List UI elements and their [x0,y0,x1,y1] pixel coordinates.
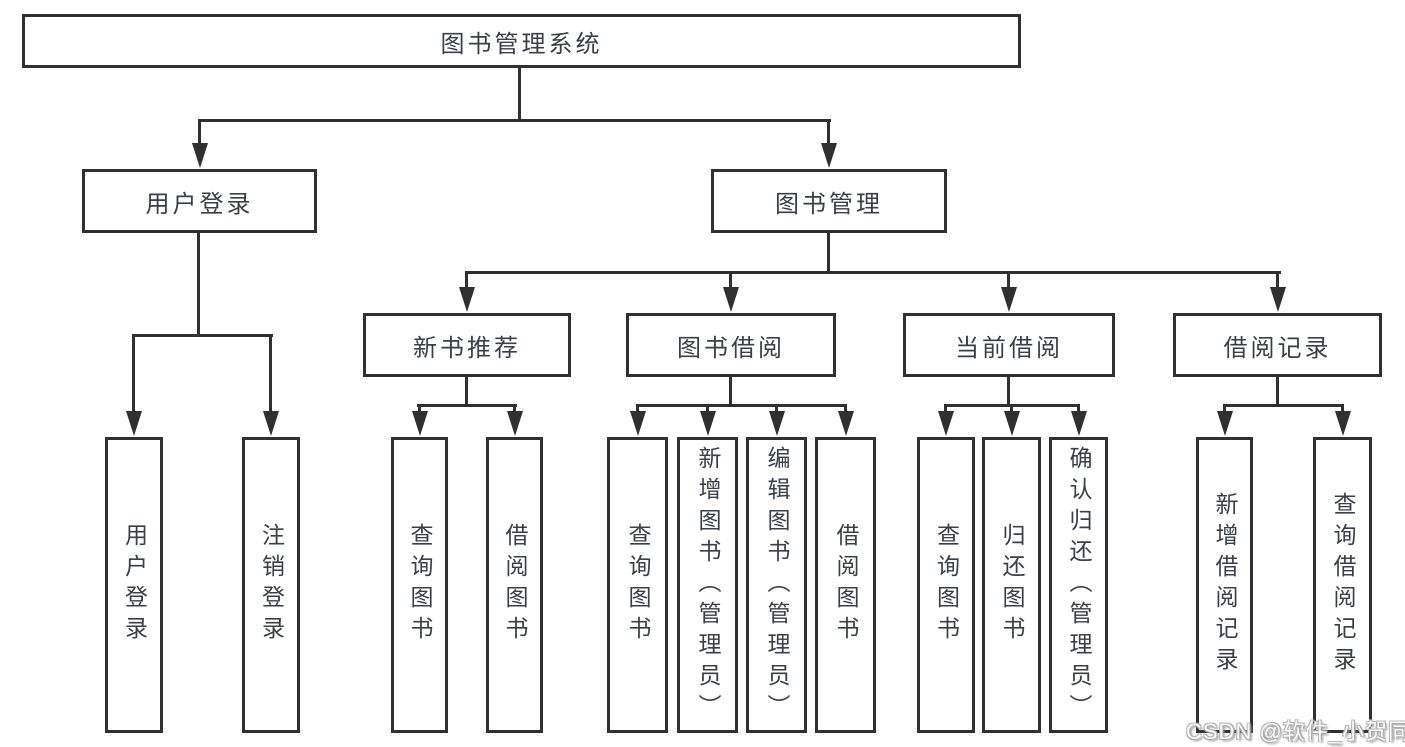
leaf-borrowing-query-books: 查询图书 [607,437,668,733]
connector-arrow-down-icon [944,404,947,411]
node-user-login: 用户登录 [82,169,317,233]
leaf-current-return-books: 归还图书 [982,437,1041,733]
connector-arrow-down-icon [1007,271,1010,287]
connector-line [729,377,732,406]
leaf-label: 查询借阅记录 [1330,492,1356,678]
connector-line [465,377,468,406]
leaf-label: 借阅图书 [502,523,528,647]
node-borrowing-records: 借阅记录 [1173,313,1382,377]
connector-arrow-down-icon [827,119,830,143]
connector-line [132,334,273,337]
leaf-label: 查询图书 [933,523,960,647]
csdn-watermark: CSDN @软件_小贺同学 [1186,719,1405,744]
connector-arrow-down-icon [844,404,847,411]
leaf-records-add-borrow-record: 新增借阅记录 [1196,437,1253,733]
connector-arrow-down-icon [1223,404,1226,411]
connector-line [1007,377,1010,406]
node-library-management-system: 图书管理系统 [22,14,1021,68]
leaf-recommend-borrow-books: 借阅图书 [486,437,543,733]
leaf-label: 用户登录 [121,523,148,647]
connector-arrow-down-icon [513,404,516,411]
leaf-label: 查询图书 [625,523,651,647]
leaf-borrowing-borrow-books: 借阅图书 [815,437,876,733]
connector-arrow-down-icon [418,404,421,411]
leaf-borrowing-add-books-admin: 新增图书（管理员） [677,437,738,733]
connector-line [417,404,517,407]
connector-arrow-down-icon [132,334,135,411]
leaf-user-login: 用户登录 [105,437,163,733]
node-new-book-recommendation: 新书推荐 [363,313,571,377]
node-book-management: 图书管理 [711,169,947,233]
connector-line [198,119,831,122]
leaf-current-confirm-return-admin: 确认归还（管理员） [1049,437,1108,733]
connector-arrow-down-icon [1276,271,1279,287]
connector-arrow-down-icon [269,334,272,411]
connector-arrow-down-icon [1341,404,1344,411]
leaf-recommend-query-books: 查询图书 [391,437,448,733]
connector-line [636,404,847,407]
connector-line [465,271,1281,274]
connector-line [518,68,521,121]
node-book-borrowing: 图书借阅 [626,313,836,377]
connector-line [197,233,200,337]
connector-line [1223,404,1344,407]
connector-arrow-down-icon [1077,404,1080,411]
connector-line [827,233,830,274]
connector-arrow-down-icon [465,271,468,287]
connector-arrow-down-icon [1010,404,1013,411]
leaf-label: 注销登录 [258,523,285,647]
connector-arrow-down-icon [775,404,778,411]
leaf-label: 归还图书 [999,523,1025,647]
leaf-label: 新增图书（管理员） [695,445,721,725]
leaf-label: 新增借阅记录 [1212,492,1238,678]
connector-arrow-down-icon [198,119,201,143]
leaf-records-query-borrow-record: 查询借阅记录 [1313,437,1372,733]
leaf-label: 查询图书 [407,523,433,647]
leaf-current-query-books: 查询图书 [917,437,975,733]
connector-arrow-down-icon [729,271,732,287]
connector-arrow-down-icon [706,404,709,411]
leaf-label: 确认归还（管理员） [1066,445,1092,725]
leaf-label: 编辑图书（管理员） [764,445,790,725]
connector-arrow-down-icon [636,404,639,411]
leaf-logout: 注销登录 [242,437,300,733]
node-current-borrowing: 当前借阅 [903,313,1115,377]
connector-line [1276,377,1279,406]
leaf-borrowing-edit-books-admin: 编辑图书（管理员） [746,437,807,733]
leaf-label: 借阅图书 [833,523,859,647]
